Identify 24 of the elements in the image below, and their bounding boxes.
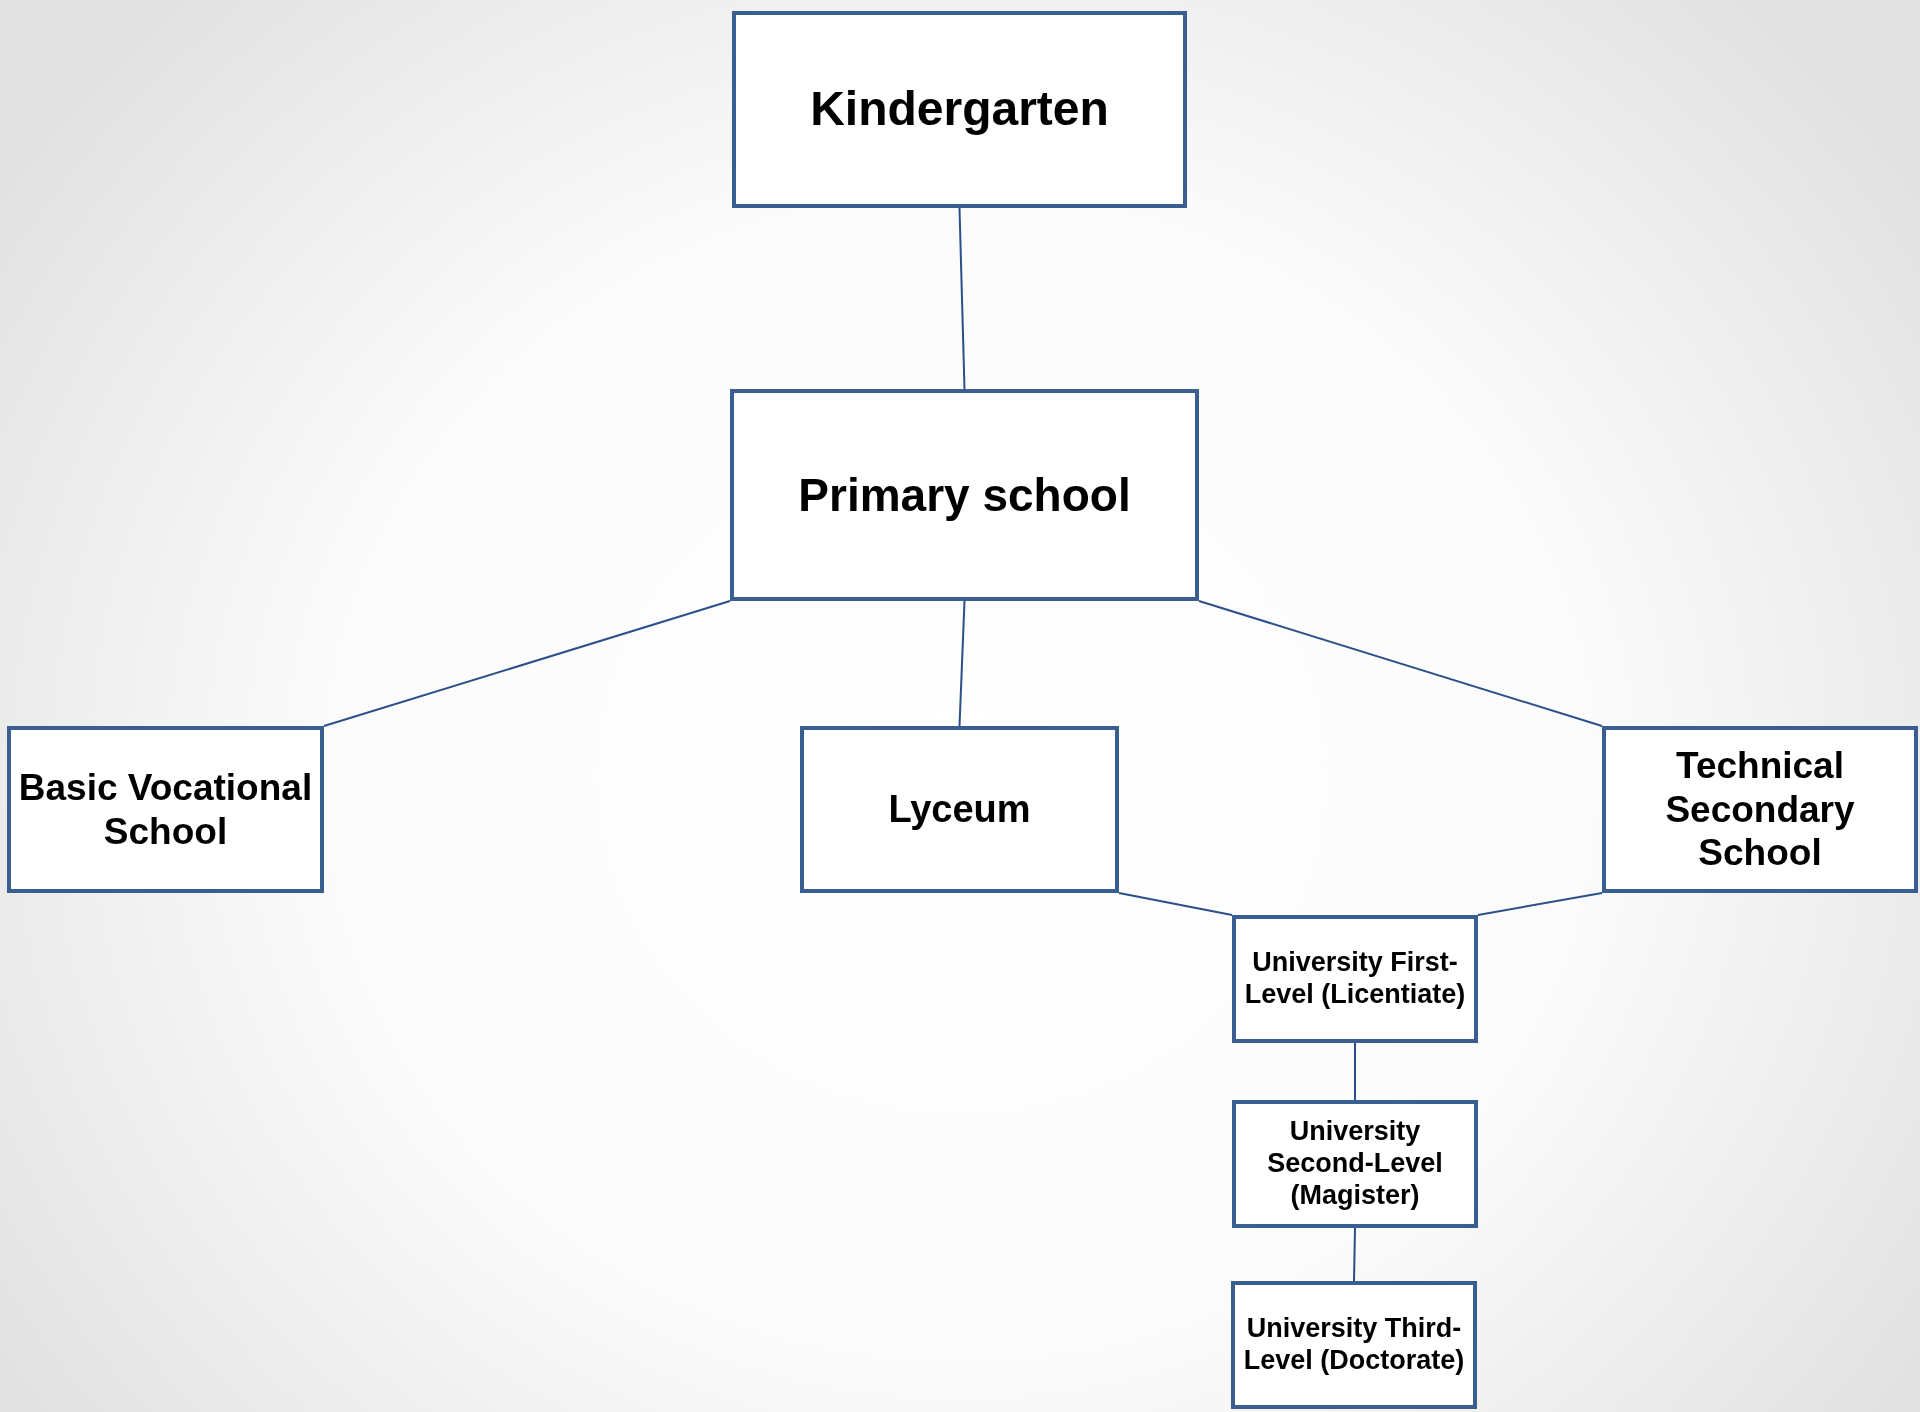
school-level-label: University Second-Level (Magister) <box>1266 1116 1444 1212</box>
school-level-label: Primary school <box>798 467 1131 523</box>
school-box <box>730 389 1199 601</box>
school-box <box>1232 1100 1478 1228</box>
school-level-label: Kindergarten <box>810 81 1109 138</box>
connector-line <box>1354 1042 1356 1101</box>
school-level-label: University Third-Level (Doctorate) <box>1242 1313 1466 1377</box>
school-box <box>800 726 1119 893</box>
school-level-label: Basic Vocational School <box>17 765 314 854</box>
school-box <box>732 11 1187 208</box>
school-box <box>1232 915 1478 1043</box>
school-box <box>7 726 324 893</box>
connector-line <box>1477 892 1603 916</box>
connector-line <box>323 600 731 727</box>
school-level-label: Lyceum <box>888 787 1031 832</box>
connector-line <box>1198 600 1603 727</box>
connector-line <box>1353 1227 1356 1282</box>
connector-line <box>958 600 966 727</box>
school-box <box>1231 1281 1477 1409</box>
school-level-label: University First-Level (Licentiate) <box>1243 947 1467 1011</box>
connector-line <box>1118 892 1233 916</box>
connector-line <box>958 207 966 390</box>
school-level-label: Technical Secondary School <box>1664 744 1856 875</box>
school-box <box>1602 726 1918 893</box>
